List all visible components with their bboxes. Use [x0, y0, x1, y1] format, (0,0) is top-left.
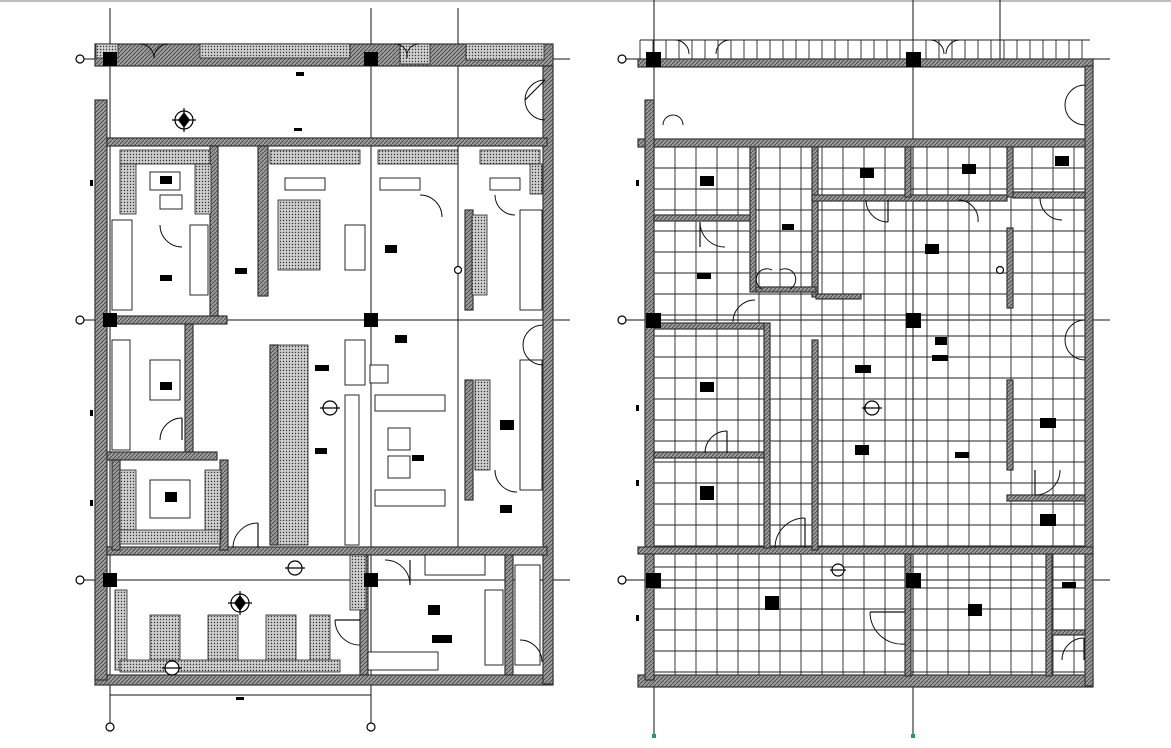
tile-layout-sheet: [617, 0, 1110, 738]
left-tags: [90, 72, 514, 700]
left-doors: [139, 43, 546, 663]
right-room-tags: [636, 156, 1076, 621]
right-outer-walls: [637, 58, 1094, 688]
right-grid-bubbles: [617, 54, 1005, 738]
right-doors: [662, 39, 1086, 661]
left-grid-bubbles: [75, 54, 463, 732]
left-fixtures: [111, 171, 543, 671]
left-symbols: [162, 108, 340, 676]
furniture-layout-sheet: [75, 8, 570, 732]
sheet-border: [0, 0, 1171, 2]
left-columns: [103, 52, 378, 587]
right-top-railing: [639, 39, 1090, 59]
right-interior-walls: [653, 146, 1086, 677]
left-outer-walls: [94, 43, 554, 686]
right-columns: [646, 52, 921, 588]
left-equipment: [95, 43, 545, 673]
